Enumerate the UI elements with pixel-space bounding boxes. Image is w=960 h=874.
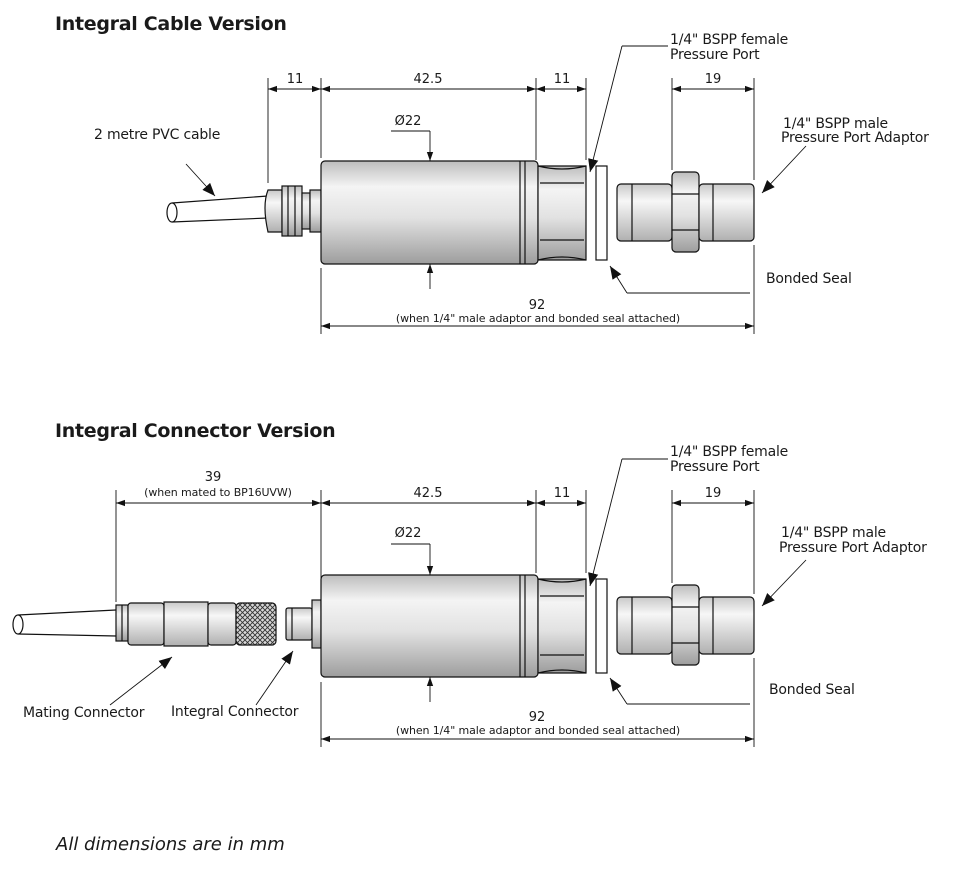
dim-19: 19 [704,72,722,87]
male-adaptor-label-line1: 1/4" BSPP male [783,116,888,132]
hex-nut [537,165,587,261]
dim-39-note: (when mated to BP16UVW) [144,486,292,499]
bonded-seal-label-b: Bonded Seal [769,682,855,698]
connector-version-title: Integral Connector Version [55,420,336,442]
cable-version-drawing [166,45,807,334]
connector-version-drawing [12,458,807,747]
male-adaptor-label-line2: Pressure Port Adaptor [781,130,929,146]
integral-connector [285,599,322,649]
dim-total: 92 [528,298,546,313]
male-adaptor-label-b-line1: 1/4" BSPP male [781,525,886,541]
dim-19-b: 19 [704,486,722,501]
mating-connector [115,601,277,647]
sensor-body [320,160,539,265]
cable-gland [264,185,322,237]
female-port-label-line1: 1/4" BSPP female [670,32,789,48]
dim-total-note: (when 1/4" male adaptor and bonded seal … [395,312,681,325]
sensor-body-2 [320,574,539,678]
dim-42-5-b: 42.5 [413,486,443,501]
bonded-seal-2 [595,578,608,674]
dim-42-5: 42.5 [413,72,443,87]
dim-total-note-b: (when 1/4" male adaptor and bonded seal … [395,724,681,737]
pvc-cable [166,195,269,223]
dim-11-b: 11 [553,486,571,501]
integral-connector-label: Integral Connector [171,704,299,720]
dim-11-right: 11 [553,72,571,87]
dim-11-left: 11 [286,72,304,87]
female-port-label-b-line2: Pressure Port [670,459,760,475]
male-adaptor-label-b-line2: Pressure Port Adaptor [779,540,927,556]
cable-label: 2 metre PVC cable [94,127,221,143]
dim-diameter: Ø22 [394,114,422,129]
dim-total-b: 92 [528,710,546,725]
units-footnote: All dimensions are in mm [56,834,285,855]
dim-39: 39 [204,470,222,485]
female-port-label-line2: Pressure Port [670,47,760,63]
dim-diameter-b: Ø22 [394,526,422,541]
hex-nut-2 [537,578,587,674]
connector-cable [12,609,117,637]
male-adaptor-2 [616,584,755,666]
female-port-label-b-line1: 1/4" BSPP female [670,444,789,460]
cable-version-title: Integral Cable Version [55,13,287,35]
bonded-seal [595,165,608,261]
bonded-seal-label: Bonded Seal [766,271,852,287]
mating-connector-label: Mating Connector [23,705,145,721]
male-adaptor [616,171,755,253]
